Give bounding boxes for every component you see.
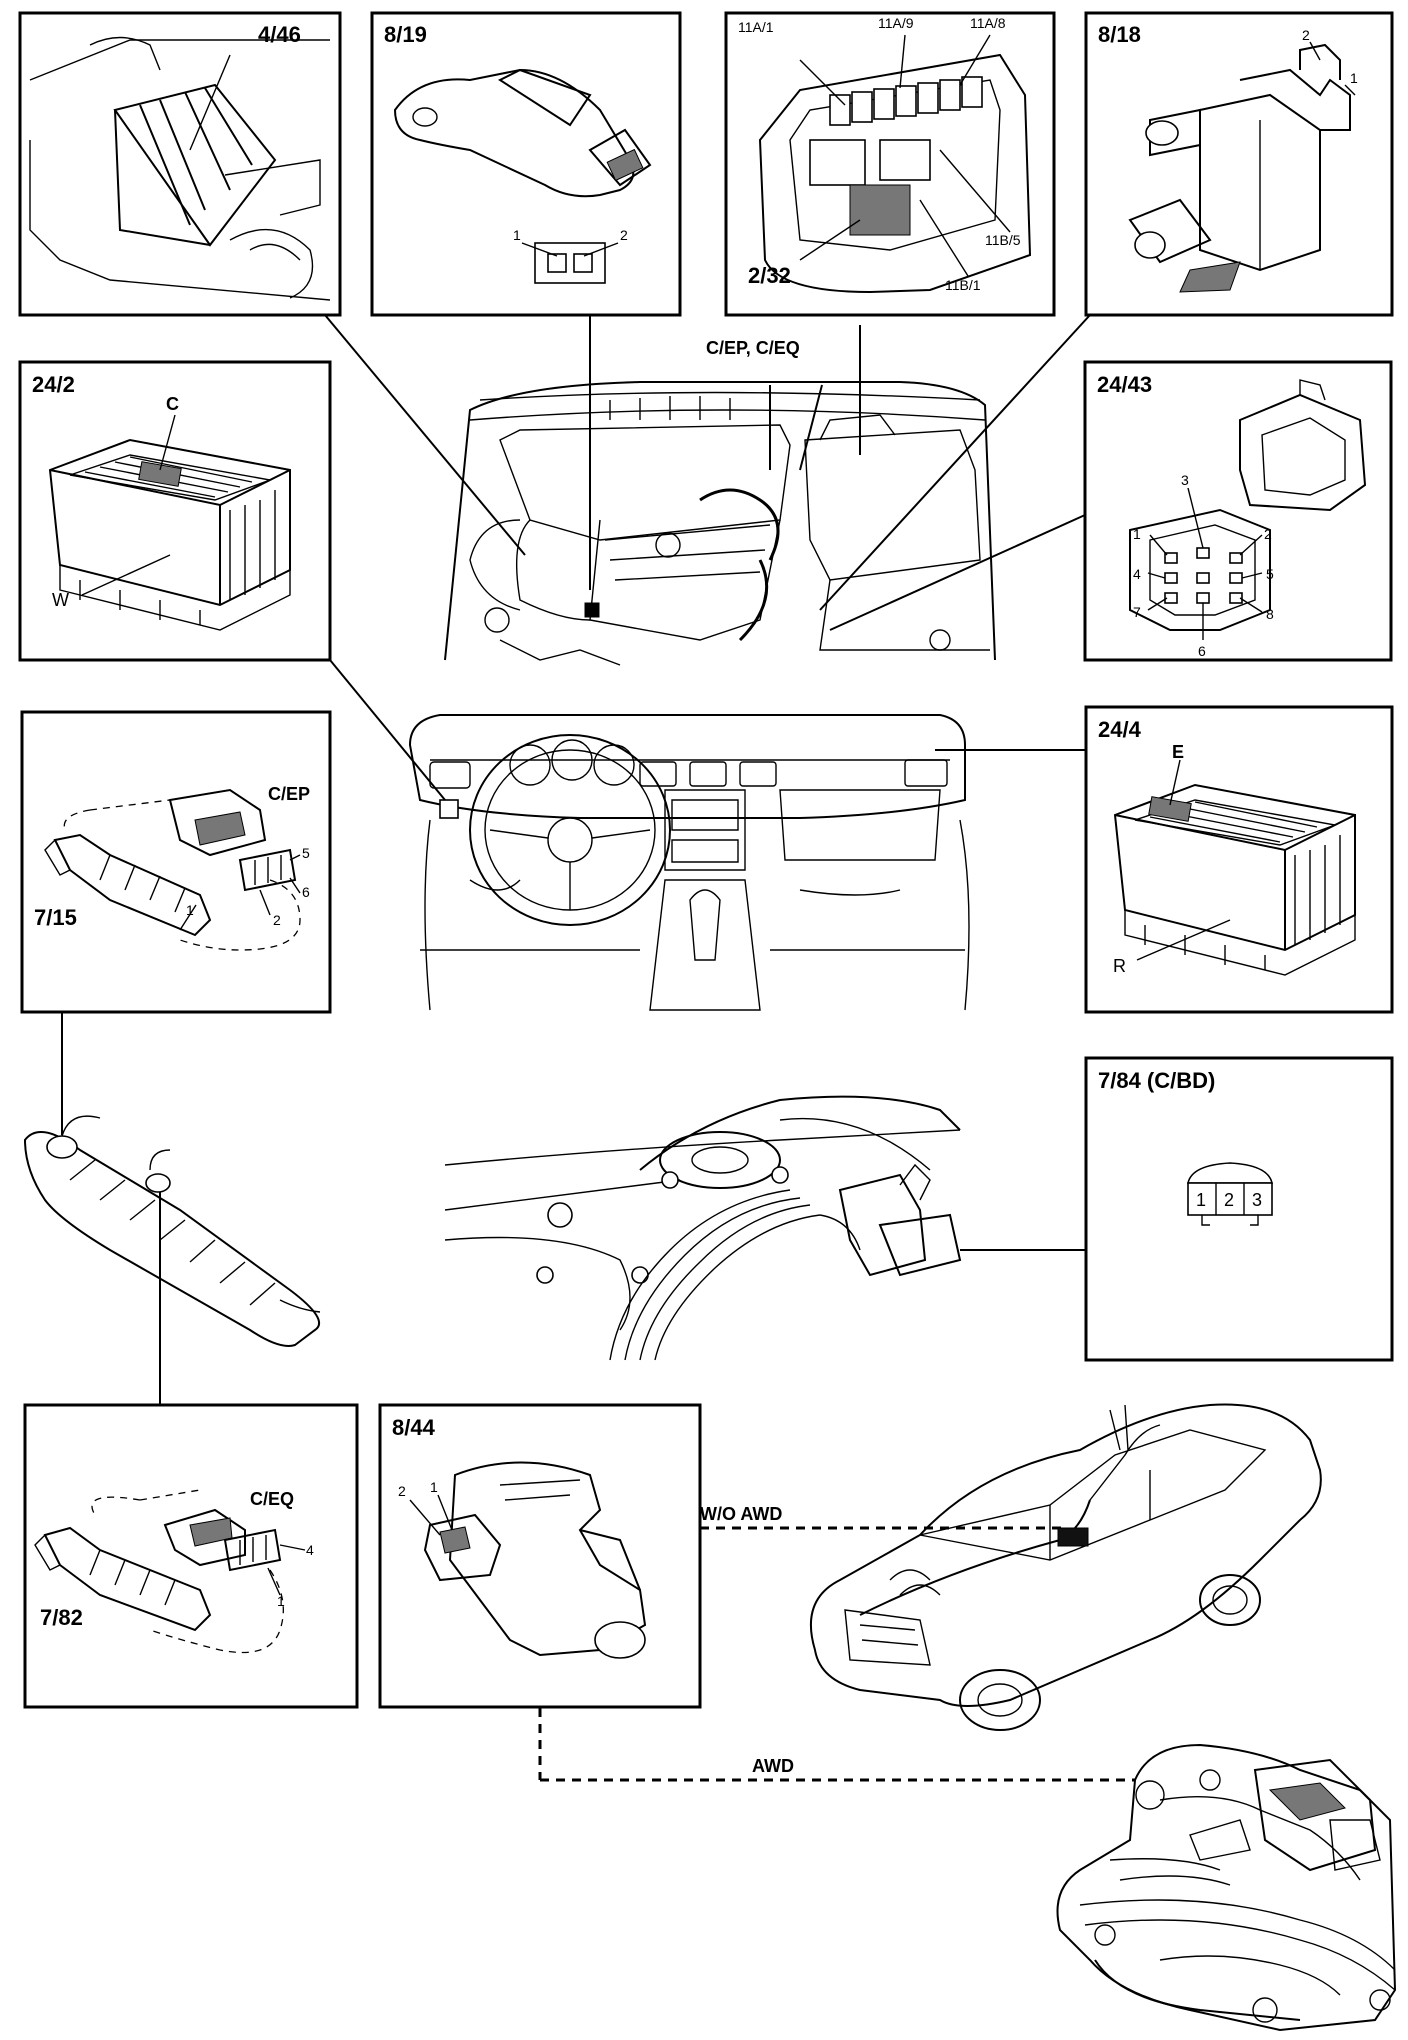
connector-illustration: [1187, 1162, 1273, 1226]
leader-lines: [61, 314, 1135, 1782]
panel-title: 7/82: [40, 1605, 83, 1630]
pin-label: 5: [1266, 566, 1274, 582]
panel-title: 7/15: [34, 905, 77, 930]
pin-label: 1: [430, 1479, 438, 1495]
engine-bay-illustration: [444, 381, 996, 666]
pin-label: 1: [277, 1593, 285, 1609]
exhaust-catalyst-illustration: [23, 1115, 321, 1347]
oxygen-sensor-illustration: [44, 788, 301, 951]
valve-illustration: [409, 1461, 647, 1659]
pin-label: 2: [1302, 27, 1310, 43]
pin-label: 1: [1133, 526, 1141, 542]
pin-label: 1: [186, 902, 194, 918]
panel-7-15: C/EP 7/15 5 6 1 2: [20, 710, 332, 1014]
callout-label: R: [1113, 956, 1126, 976]
pin-label: 2: [1224, 1190, 1234, 1210]
fuse-row: [829, 76, 983, 126]
solenoid-illustration: [1128, 41, 1356, 293]
relay-module-illustration: [48, 414, 291, 631]
pin-label: 6: [1198, 643, 1206, 659]
pin-label: 2: [620, 227, 628, 243]
callout-label: W: [52, 590, 69, 610]
fuse-label: 11A/1: [738, 19, 774, 35]
panel-7-82: C/EQ 7/82 4 1: [23, 1403, 359, 1709]
pin-label: 4: [1133, 566, 1141, 582]
panel-title: 8/18: [1098, 22, 1141, 47]
panel-24-4: 24/4 E R: [1084, 705, 1394, 1014]
pin-label: 1: [1196, 1190, 1206, 1210]
engine-connector-callout: C/EP, C/EQ: [706, 338, 800, 358]
panel-title: 24/4: [1098, 717, 1142, 742]
panel-fuse-box: 11A/1 11A/9 11A/8 11B/5 11B/1 2/32: [724, 11, 1056, 317]
relay-label: 2/32: [748, 263, 791, 288]
battery-illustration: [29, 36, 331, 301]
panel-24-43: 24/43 3 1 2 4 5: [1083, 360, 1393, 662]
panel-title: 24/2: [32, 372, 75, 397]
pin-label: 2: [273, 912, 281, 928]
pin-label: 4: [306, 1542, 314, 1558]
panel-4-46: 4/46: [18, 11, 342, 317]
pin-label: 1: [1350, 70, 1358, 86]
fuse-label: 11A/8: [970, 15, 1006, 31]
fuse-label: 11B/5: [985, 232, 1021, 248]
oxygen-sensor-illustration: [34, 1489, 306, 1654]
wo-awd-callout: W/O AWD: [700, 1504, 782, 1524]
pin-label: 2: [398, 1483, 406, 1499]
strut-tower-illustration: [444, 1095, 962, 1361]
pin-label: 5: [302, 845, 310, 861]
pin-label: 8: [1266, 606, 1274, 622]
valve-illustration: [393, 68, 652, 284]
panel-title: 8/44: [392, 1415, 436, 1440]
panel-8-19: 8/19 1 2: [370, 11, 682, 317]
panel-title: 4/46: [258, 22, 301, 47]
pin-label: 1: [513, 227, 521, 243]
pin-label: 2: [1264, 526, 1272, 542]
panel-title: 8/19: [384, 22, 427, 47]
dashboard-illustration: [408, 714, 970, 1011]
connector-label: C/EQ: [250, 1489, 294, 1509]
sedan-illustration: [809, 1403, 1322, 1731]
pin-label: 3: [1181, 472, 1189, 488]
panel-title: 7/84 (C/BD): [1098, 1068, 1215, 1093]
connector-8-19-location: [584, 602, 600, 618]
pin-label: 7: [1133, 604, 1141, 620]
panel-8-18: 8/18 2 1: [1084, 11, 1394, 317]
fuse-label: 11B/1: [945, 277, 981, 293]
callout-label: E: [1172, 742, 1184, 762]
connector-illustration: [1129, 379, 1367, 640]
awd-underbody-illustration: [1056, 1743, 1397, 2032]
panel-8-44: 8/44 2 1: [378, 1403, 702, 1709]
pin-label: 3: [1252, 1190, 1262, 1210]
panel-title: 24/43: [1097, 372, 1152, 397]
relay-2-32: [849, 184, 911, 236]
panel-24-2: 24/2 C W: [18, 360, 332, 662]
pin-label: 6: [302, 884, 310, 900]
panel-7-84: 7/84 (C/BD) 1 2 3: [1084, 1056, 1394, 1362]
connector-location-marker: [1057, 1527, 1089, 1547]
relay-module-illustration: [1113, 759, 1356, 976]
fuse-label: 11A/9: [878, 15, 914, 31]
awd-callout: AWD: [752, 1756, 794, 1776]
fuse-box-illustration: [758, 34, 1032, 294]
callout-label: C: [166, 394, 179, 414]
connector-label: C/EP: [268, 784, 310, 804]
